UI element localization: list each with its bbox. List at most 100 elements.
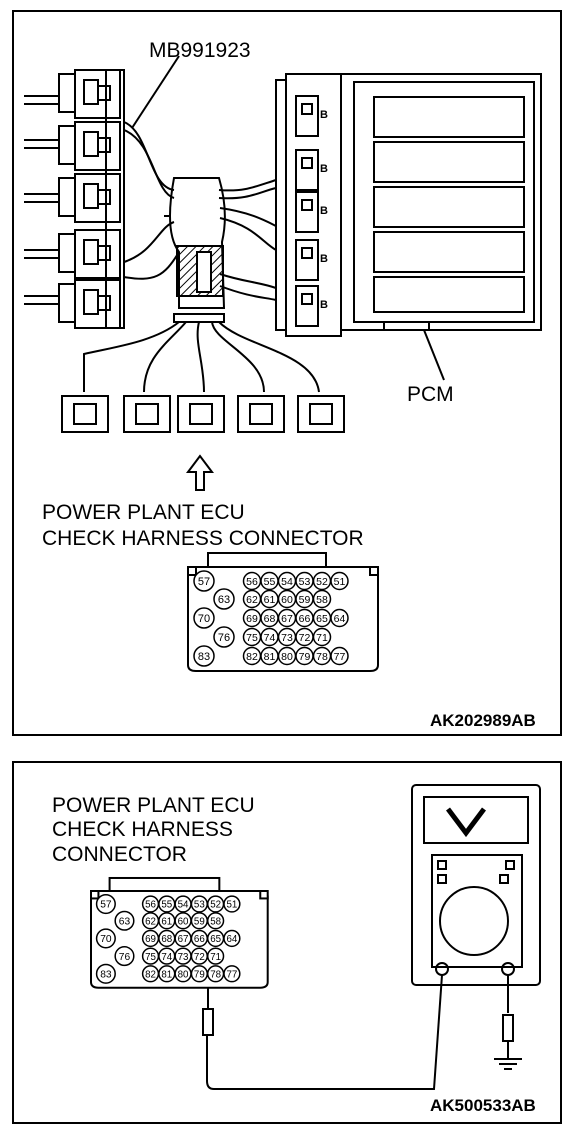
connector-pin <box>312 627 332 647</box>
pin-number: 78 <box>210 969 221 980</box>
pin-number: 62 <box>246 594 258 606</box>
pin-number: 61 <box>264 594 276 606</box>
pin-number: 81 <box>264 651 276 663</box>
pin-number: 75 <box>246 632 258 644</box>
pin-number: 72 <box>299 632 311 644</box>
harness-illustration: B B B B B 575655545352516362616059587069… <box>24 55 542 672</box>
connector-pin <box>206 947 225 965</box>
pin-number: 65 <box>210 934 221 945</box>
pin-number: 55 <box>264 576 276 588</box>
pin-number: 57 <box>198 576 210 588</box>
caption-line-2: CHECK HARNESS CONNECTOR <box>42 527 364 550</box>
connector-pin <box>312 589 332 609</box>
pin-number: 64 <box>226 934 237 945</box>
connector-pin <box>223 965 241 983</box>
pin-number: 77 <box>334 651 346 663</box>
pcm-letter: B <box>320 253 328 265</box>
pin-number: 74 <box>264 632 276 644</box>
pin-number: 81 <box>161 969 172 980</box>
pin-number: 53 <box>299 576 311 588</box>
connector-pin <box>330 571 349 591</box>
pin-number: 80 <box>178 969 189 980</box>
pin-number: 82 <box>145 969 156 980</box>
pin-number: 78 <box>316 651 328 663</box>
pin-number: 83 <box>100 969 112 980</box>
pcm-letter: B <box>320 163 328 175</box>
probe-icon <box>202 985 214 1036</box>
connector-pin <box>193 645 215 667</box>
pin-number: 73 <box>178 952 189 963</box>
connector-pin <box>223 929 241 948</box>
pcm-unit <box>340 73 542 331</box>
pin-number: 76 <box>218 632 230 644</box>
pin-number: 67 <box>281 613 293 625</box>
caption-line-3: CONNECTOR <box>52 843 187 866</box>
pin-number: 60 <box>281 594 293 606</box>
pin-number: 80 <box>281 651 293 663</box>
caption-line-1: POWER PLANT ECU <box>52 794 255 817</box>
pin-number: 64 <box>334 613 346 625</box>
pin-number: 58 <box>316 594 328 606</box>
pin-number: 70 <box>100 934 112 945</box>
pin-number: 70 <box>198 613 210 625</box>
pin-number: 52 <box>316 576 328 588</box>
pin-number: 66 <box>299 613 311 625</box>
figure-code: AK202989AB <box>430 711 536 730</box>
pin-number: 77 <box>226 969 237 980</box>
pcm-letters: B B B B B <box>320 109 328 311</box>
connector-pin <box>213 588 235 610</box>
arrow-up-icon <box>186 454 214 491</box>
connector-pin <box>213 626 235 648</box>
connector-pin <box>330 608 349 628</box>
pcm-letter: B <box>320 109 328 121</box>
pcm-label: PCM <box>407 383 454 406</box>
connector-pin <box>114 910 135 931</box>
pin-number: 61 <box>161 916 172 927</box>
tool-label: MB991923 <box>149 39 251 62</box>
pin-number: 53 <box>194 900 205 911</box>
pin-number: 75 <box>145 952 156 963</box>
connector-pin <box>330 646 349 666</box>
pcm-side-connectors <box>275 73 342 337</box>
pin-number: 65 <box>316 613 328 625</box>
pin-number: 82 <box>246 651 258 663</box>
pin-number: 60 <box>178 916 189 927</box>
pin-number: 79 <box>194 969 205 980</box>
connector-pin <box>206 912 225 930</box>
breakout-connectors <box>61 395 345 433</box>
pin-number: 67 <box>178 934 189 945</box>
pin-number: 51 <box>226 900 237 911</box>
connector-pin <box>223 895 241 913</box>
pin-number: 57 <box>100 900 112 911</box>
pin-number: 73 <box>281 632 293 644</box>
pin-number: 54 <box>281 576 293 588</box>
pin-number: 56 <box>246 576 258 588</box>
pin-number: 68 <box>264 613 276 625</box>
pin-number: 62 <box>145 916 156 927</box>
pin-number: 55 <box>161 900 172 911</box>
caption-line-1: POWER PLANT ECU <box>42 501 245 524</box>
pin-number: 72 <box>194 952 205 963</box>
connector-pin <box>114 946 135 967</box>
pin-number: 74 <box>161 952 172 963</box>
pin-number: 66 <box>194 934 205 945</box>
pin-number: 59 <box>194 916 205 927</box>
pin-number: 58 <box>210 916 221 927</box>
pin-number: 59 <box>299 594 311 606</box>
pin-number: 63 <box>119 916 131 927</box>
pin-number: 69 <box>145 934 156 945</box>
pin-number: 54 <box>178 900 189 911</box>
pin-number: 51 <box>334 576 346 588</box>
pin-number: 71 <box>210 952 221 963</box>
connector-pin <box>95 963 116 984</box>
pin-number: 63 <box>218 594 230 606</box>
connector-pin <box>95 893 116 915</box>
ground-icon <box>494 1014 522 1070</box>
pin-number: 83 <box>198 651 210 663</box>
caption-line-2: CHECK HARNESS <box>52 818 233 841</box>
figure-code: AK500533AB <box>430 1096 536 1115</box>
